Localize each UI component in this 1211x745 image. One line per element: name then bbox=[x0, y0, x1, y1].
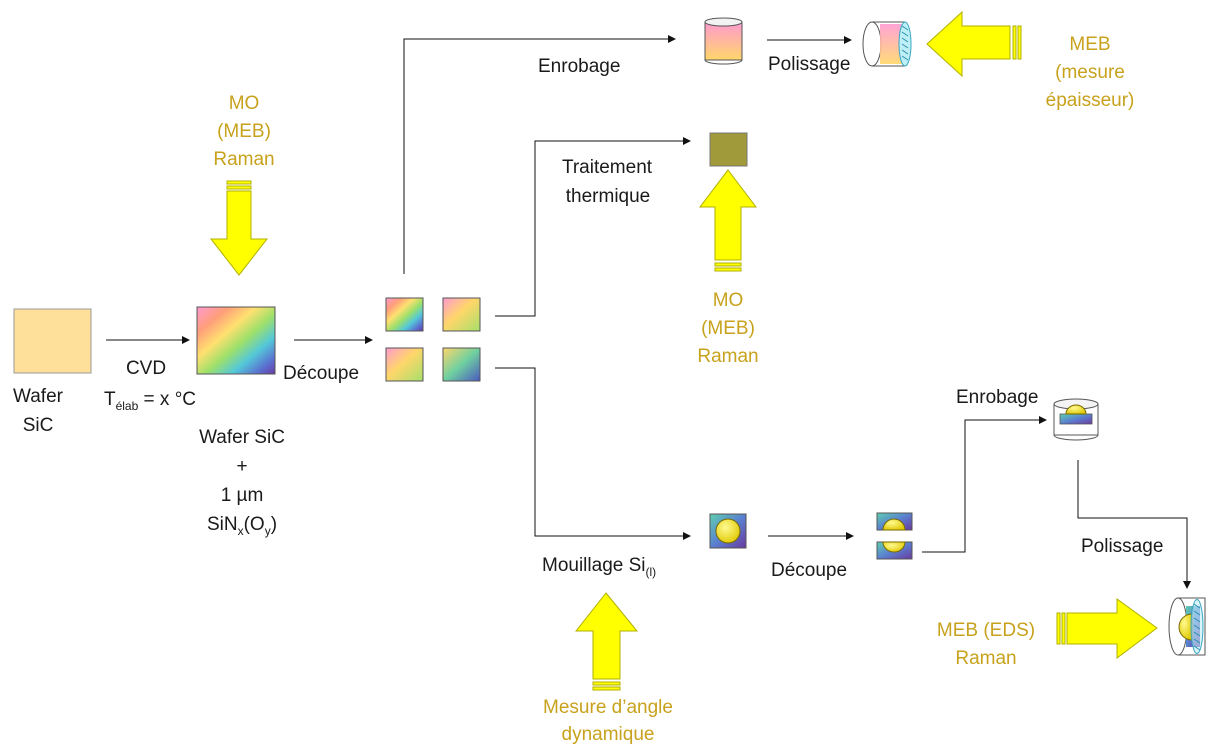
coated-wafer-label-line1: Wafer SiC bbox=[199, 427, 285, 448]
mouillage-label: Mouillage Si(l) bbox=[542, 555, 656, 579]
polissage-bottom-label: Polissage bbox=[1081, 536, 1163, 557]
arrow-polissage-bottom bbox=[1077, 460, 1191, 589]
elaboration-temperature-label: Télab = x °C bbox=[104, 389, 196, 413]
wafer-sic-square bbox=[13, 308, 92, 374]
coated-wafer-label-line3: 1 µm bbox=[221, 485, 264, 506]
branch-to-wetting bbox=[495, 367, 691, 540]
branch-to-enrobage-top bbox=[403, 35, 676, 274]
wafer-label-line2: SiC bbox=[23, 415, 54, 436]
cut-piece-bottom-right bbox=[442, 347, 481, 382]
coated-wafer-label-line4: SiNx(Oy) bbox=[207, 514, 277, 538]
measure-bottom-right-line1: MEB (EDS) bbox=[937, 620, 1035, 641]
decoupe-label: Découpe bbox=[283, 363, 359, 384]
measure-wetting-line2: dynamique bbox=[562, 724, 655, 745]
heat-treated-sample-square bbox=[709, 132, 748, 167]
measurement-arrow-up-bottom bbox=[574, 592, 639, 691]
measurement-arrow-right bbox=[1056, 598, 1158, 659]
measure-middle-line1: MO bbox=[713, 290, 744, 311]
embedded-sample-cylinder-icon bbox=[704, 17, 743, 65]
measure-wetting-line1: Mesure d’angle bbox=[543, 697, 673, 718]
measurement-arrow-left bbox=[926, 10, 1022, 78]
enrobage-bottom-label: Enrobage bbox=[956, 387, 1038, 408]
polished-droplet-cylinder-icon bbox=[1168, 597, 1206, 656]
cut-pieces bbox=[385, 297, 481, 382]
polissage-top-label: Polissage bbox=[768, 54, 850, 75]
cut-droplet-sample-icon bbox=[876, 512, 913, 560]
wetting-sample-droplet-icon bbox=[709, 513, 747, 549]
cut-piece-bottom-left bbox=[385, 347, 424, 382]
measure-middle-line2: (MEB) bbox=[701, 318, 755, 339]
measurement-arrow-up-middle bbox=[698, 169, 758, 272]
decoupe-bottom-label: Découpe bbox=[771, 560, 847, 581]
cvd-label: CVD bbox=[126, 358, 166, 379]
embedded-droplet-cylinder-icon bbox=[1053, 398, 1099, 441]
branch-to-enrobage-bottom bbox=[922, 416, 1047, 553]
polished-sample-cylinder-icon bbox=[862, 21, 912, 67]
cut-piece-top-right bbox=[442, 297, 481, 332]
coated-wafer-label-line2: + bbox=[236, 456, 247, 477]
traitement-thermique-line1: Traitement bbox=[562, 157, 653, 178]
measure-bottom-right-line2: Raman bbox=[955, 648, 1016, 669]
wafer-label-line1: Wafer bbox=[13, 386, 64, 407]
measure-top-right-line1: MEB bbox=[1069, 34, 1110, 55]
measure-middle-line3: Raman bbox=[697, 346, 758, 367]
coated-wafer-square bbox=[196, 306, 276, 375]
cut-piece-top-left bbox=[385, 297, 424, 332]
enrobage-top-label: Enrobage bbox=[538, 56, 620, 77]
measurement-arrow-down bbox=[209, 180, 269, 276]
branch-to-thermal bbox=[495, 137, 691, 317]
measure-top-right-line2: (mesure bbox=[1055, 62, 1125, 83]
measure-top-left-line2: (MEB) bbox=[217, 121, 271, 142]
measure-top-left-line3: Raman bbox=[213, 149, 274, 170]
measure-top-left-line1: MO bbox=[229, 93, 260, 114]
measure-top-right-line3: épaisseur) bbox=[1046, 90, 1135, 111]
traitement-thermique-line2: thermique bbox=[566, 186, 651, 207]
